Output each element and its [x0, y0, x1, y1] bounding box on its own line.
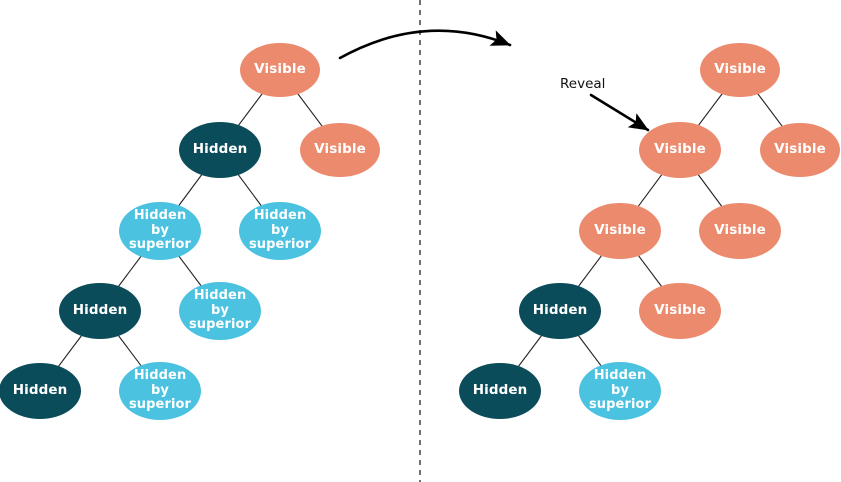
tree-node-visible[interactable]: Visible — [579, 203, 661, 259]
tree-node-visible[interactable]: Visible — [240, 43, 320, 97]
reveal-annotation-label: Reveal — [560, 76, 605, 92]
tree-node-label: Hidden — [12, 382, 68, 399]
tree-node-label: Visible — [594, 222, 646, 239]
tree-node-hidden[interactable]: Hidden — [179, 122, 261, 178]
tree-node-visible[interactable]: Visible — [639, 283, 721, 339]
tree-node-visible[interactable]: Visible — [639, 122, 721, 178]
tree-node-label: Visible — [654, 302, 706, 319]
tree-node-label: Visible — [654, 141, 706, 158]
tree-node-visible[interactable]: Visible — [699, 203, 781, 259]
tree-node-visible[interactable]: Visible — [300, 123, 380, 177]
tree-node-label: Visible — [314, 141, 366, 158]
tree-node-hidden[interactable]: Hidden — [59, 283, 141, 339]
tree-node-visible[interactable]: Visible — [700, 43, 780, 97]
tree-node-label: Hidden — [72, 302, 128, 319]
tree-node-hidden[interactable]: Hidden — [459, 363, 541, 419]
tree-node-label: Hidden — [472, 382, 528, 399]
tree-node-hidden[interactable]: Hidden — [519, 283, 601, 339]
tree-node-hidden[interactable]: Hidden — [0, 363, 81, 419]
tree-node-label: Hidden — [532, 302, 588, 319]
tree-node-visible[interactable]: Visible — [760, 123, 840, 177]
tree-node-label: Hidden — [192, 141, 248, 158]
tree-node-label: Visible — [254, 61, 306, 78]
tree-node-label: Visible — [774, 141, 826, 158]
reveal-pointer-arrow — [589, 93, 650, 132]
tree-node-label: Visible — [714, 61, 766, 78]
tree-node-label: Visible — [714, 222, 766, 239]
curved-transition-arrow — [338, 29, 512, 60]
